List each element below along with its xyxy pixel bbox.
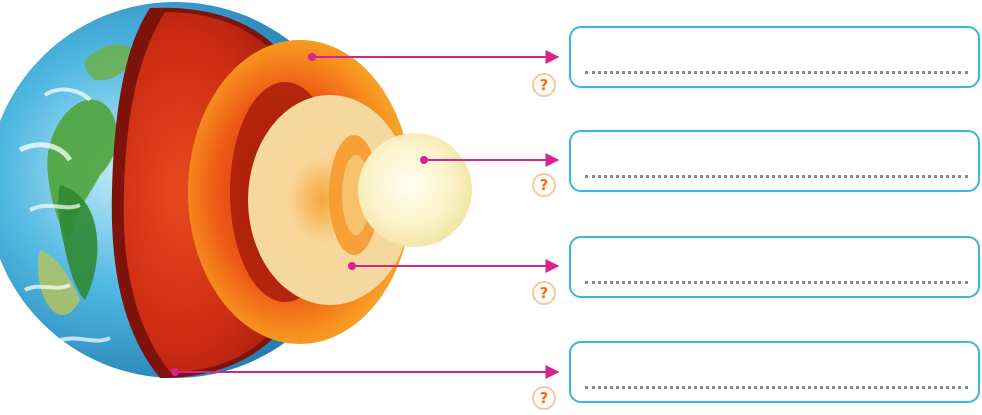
- help-icon-4[interactable]: ?: [532, 386, 556, 410]
- answer-box-2: [569, 130, 980, 192]
- answer-box-4: [569, 341, 980, 403]
- inner-core-layer: [358, 133, 472, 247]
- help-icon-3[interactable]: ?: [532, 281, 556, 305]
- answer-dotted-line-3: [585, 281, 968, 284]
- answer-input-2[interactable]: [585, 140, 968, 174]
- answer-input-4[interactable]: [585, 351, 968, 385]
- answer-dotted-line-4: [585, 386, 968, 389]
- answer-dotted-line-2: [585, 175, 968, 178]
- help-icon-1[interactable]: ?: [532, 73, 556, 97]
- help-icon-2[interactable]: ?: [532, 173, 556, 197]
- answer-input-1[interactable]: [585, 36, 968, 70]
- answer-box-1: [569, 26, 980, 88]
- answer-box-3: [569, 236, 980, 298]
- answer-dotted-line-1: [585, 71, 968, 74]
- answer-input-3[interactable]: [585, 246, 968, 280]
